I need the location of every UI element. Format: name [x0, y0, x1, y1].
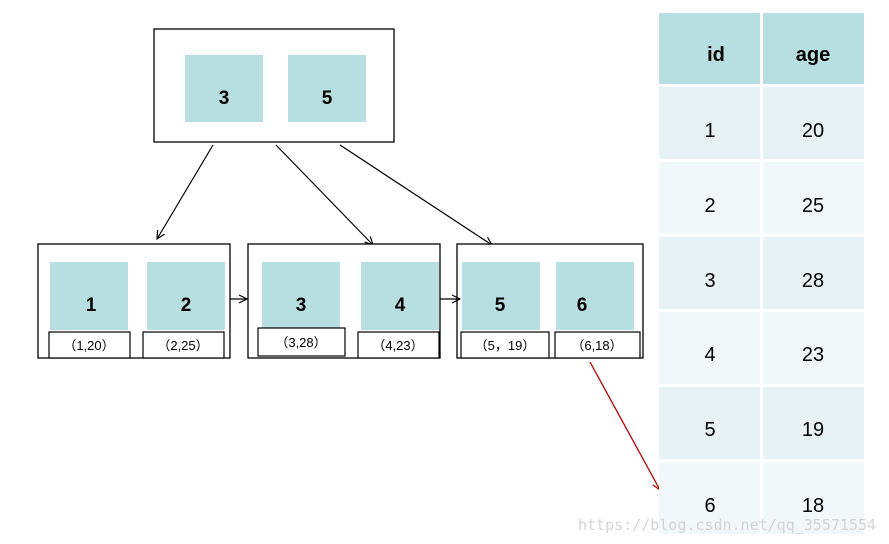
row-data-box — [554, 331, 641, 359]
table-cell-text: 6 — [704, 495, 715, 517]
watermark-text: https://blog.csdn.net/qq_35571554 — [578, 516, 876, 534]
row-data-text: （6,18） — [571, 338, 622, 353]
leaf-key-box — [50, 262, 128, 330]
leaf-key: 2 — [181, 295, 192, 316]
leaf-node: 5 6 （5，19） （6,18） — [456, 243, 644, 359]
table-header-text: id — [707, 44, 725, 66]
row-data-box — [357, 331, 440, 359]
table-cell — [763, 237, 864, 309]
row-data-text: （3,28） — [275, 335, 326, 350]
table-cell — [763, 87, 864, 159]
root-key-box — [288, 55, 366, 122]
row-data-box — [257, 327, 346, 357]
table-cell — [659, 162, 760, 234]
table-cell — [659, 87, 760, 159]
table-cell-text: 25 — [802, 195, 824, 217]
leaf-node: 3 4 （3,28） （4,23） — [247, 243, 441, 359]
table-cell-text: 1 — [704, 120, 715, 142]
leaf-key: 1 — [86, 295, 97, 316]
row-data-text: （5，19） — [475, 338, 536, 353]
leaf-key: 3 — [296, 295, 307, 316]
row-data-text: （4,23） — [372, 338, 423, 353]
root-key-box — [185, 55, 263, 122]
table-cell — [763, 462, 864, 534]
child-pointer-arrow — [339, 144, 492, 245]
child-pointer-arrow — [157, 144, 214, 239]
leaf-node: 1 2 （1,20） （2,25） — [37, 243, 231, 359]
table-cell-text: 20 — [802, 120, 824, 142]
table-cell-text: 28 — [802, 270, 824, 292]
root-node: 3 5 — [153, 28, 395, 143]
row-data-box — [142, 331, 225, 359]
table-cell-text: 3 — [704, 270, 715, 292]
table-cell — [659, 387, 760, 459]
table-cell — [659, 312, 760, 384]
leaf-key: 5 — [495, 295, 506, 316]
child-pointer-arrow — [275, 144, 373, 245]
root-key: 3 — [219, 88, 230, 109]
table-cell-text: 19 — [802, 419, 824, 441]
table-cell-text: 23 — [802, 344, 824, 366]
row-data-text: （2,25） — [157, 338, 208, 353]
table-cell-text: 2 — [704, 195, 715, 217]
table-cell — [763, 387, 864, 459]
leaf-key-box — [361, 262, 439, 330]
leaf-key-box — [147, 262, 225, 330]
table-header-cell — [763, 13, 864, 84]
leaf-key: 4 — [395, 295, 406, 316]
row-data-box — [48, 331, 131, 359]
row-data-text: （1,20） — [63, 338, 114, 353]
table-cell-text: 5 — [704, 419, 715, 441]
row-data-box — [460, 331, 550, 359]
data-table: id age 1 20 2 25 3 28 4 23 5 19 6 18 — [659, 13, 864, 534]
root-key: 5 — [322, 88, 333, 109]
row-pointer-arrow — [589, 361, 660, 490]
table-header-text: age — [796, 44, 830, 66]
table-cell-text: 4 — [704, 344, 715, 366]
table-cell — [659, 237, 760, 309]
leaf-key-box — [462, 262, 540, 330]
table-cell — [763, 312, 864, 384]
leaf-key-box — [262, 262, 340, 330]
table-header-cell — [659, 13, 760, 84]
leaf-key: 6 — [577, 295, 588, 316]
leaf-key-box — [556, 262, 634, 330]
table-cell — [659, 462, 760, 534]
table-cell-text: 18 — [802, 495, 824, 517]
table-cell — [763, 162, 864, 234]
